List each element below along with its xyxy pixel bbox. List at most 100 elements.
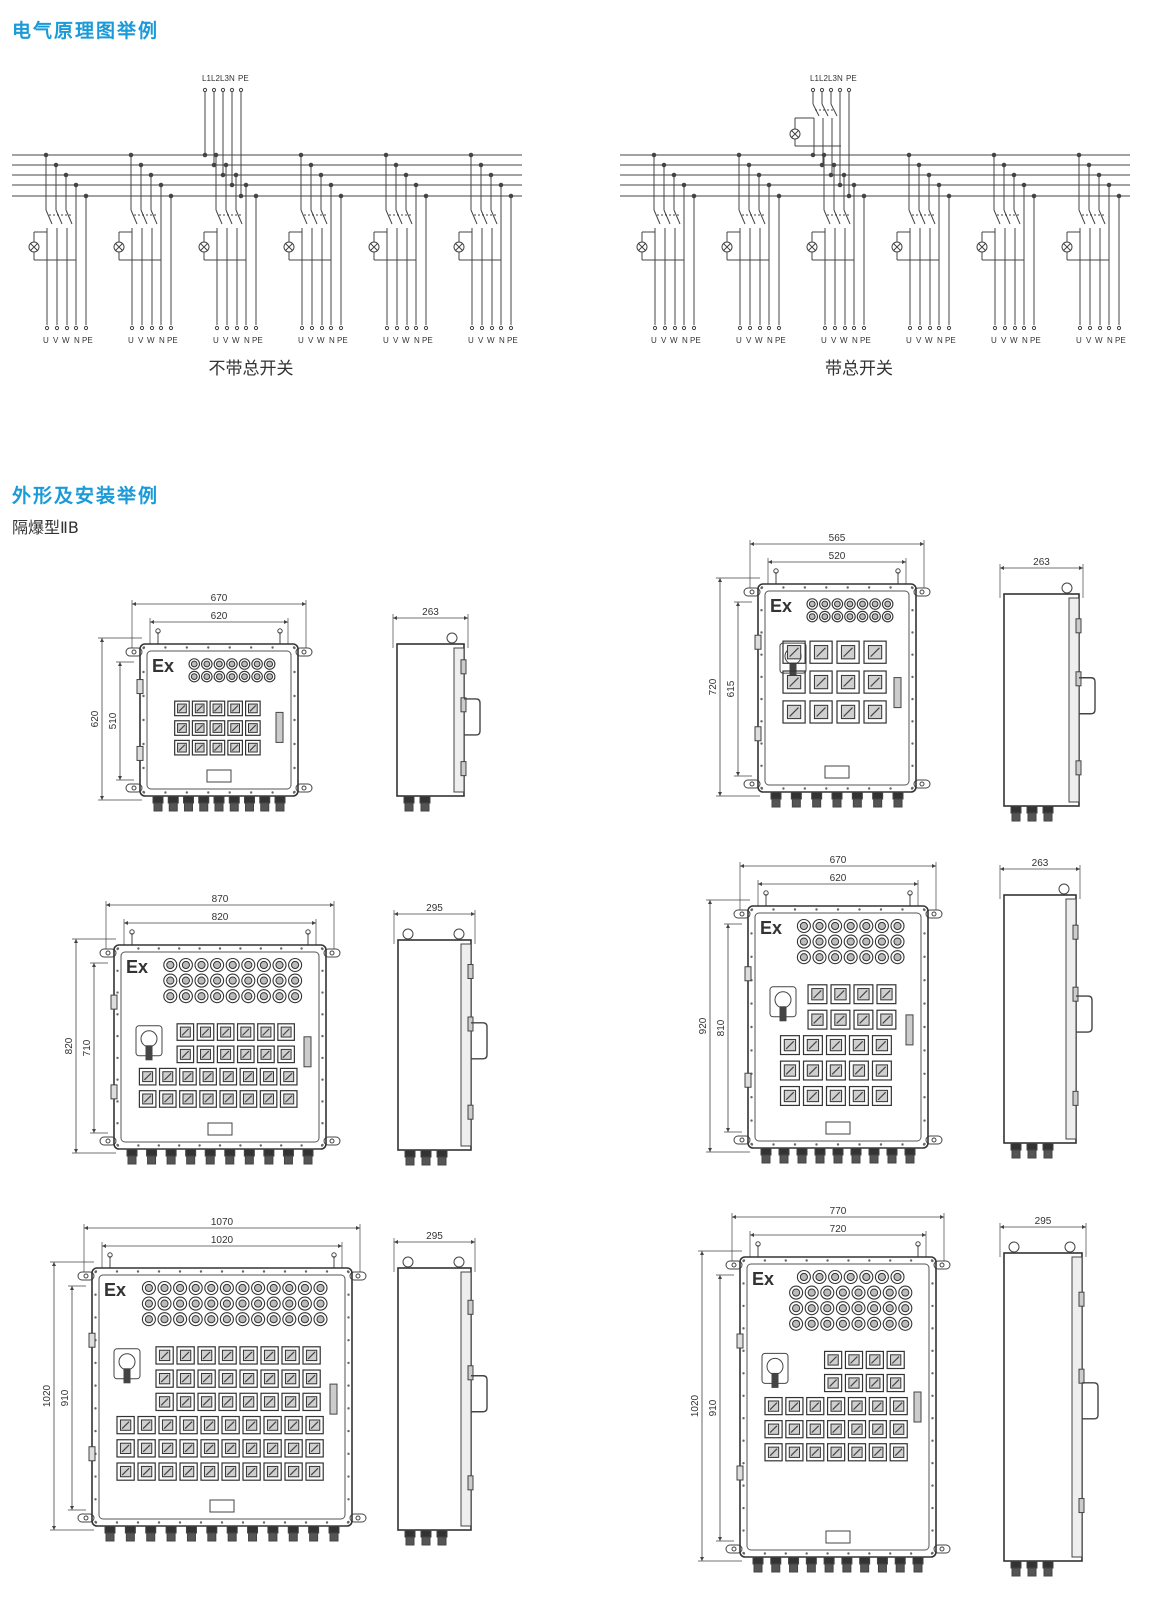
indicator-lens: [799, 921, 808, 931]
breaker-frame: [179, 1090, 197, 1108]
breaker-module: [227, 720, 243, 736]
indicator-light: [313, 1280, 328, 1296]
breaker-module: [782, 640, 806, 664]
indicator-lens: [275, 992, 284, 1001]
cover-bolt: [931, 1417, 934, 1420]
output-label: V: [478, 336, 484, 345]
breaker-frame: [257, 1023, 275, 1041]
breaker-handle: [164, 1095, 172, 1103]
breaker-module: [239, 1346, 258, 1365]
indicator-rim: [194, 989, 209, 1004]
breaker-frame: [260, 1346, 279, 1365]
cover-bolt: [931, 1484, 934, 1487]
hinge: [460, 761, 467, 777]
indicator-lens: [877, 921, 886, 931]
side-body: [397, 1267, 472, 1531]
output-label: PE: [945, 336, 956, 345]
cable-gland-nut: [199, 802, 209, 812]
breaker-contact: [1078, 209, 1086, 225]
cover-bolt: [198, 1144, 201, 1147]
indicator-light: [835, 1316, 850, 1331]
junction-dot: [253, 193, 259, 199]
output-terminal: [224, 325, 230, 331]
cover-bolt: [784, 1552, 787, 1555]
breaker-module: [802, 1035, 823, 1056]
indicator-rim: [828, 1269, 843, 1285]
indicator-light: [173, 1312, 188, 1327]
indicator-lens: [901, 1304, 910, 1313]
breaker-module: [158, 1090, 177, 1108]
indicator-light: [796, 918, 811, 934]
cover-bolt: [742, 1551, 745, 1555]
arrow-head: [394, 912, 398, 916]
schematic-caption: 不带总开关: [209, 359, 294, 379]
cover-bolt: [742, 1394, 745, 1397]
junction-dot: [841, 172, 847, 178]
indicator-light: [874, 918, 889, 934]
indicator-rim: [851, 1316, 866, 1331]
output-terminal: [757, 325, 763, 331]
indicator-light: [859, 918, 874, 934]
breaker-module: [116, 1415, 135, 1435]
indicator-rim: [898, 1285, 913, 1300]
indicator-rim: [812, 1269, 827, 1285]
indicator-lens: [901, 1319, 910, 1328]
indicator-rim: [141, 1296, 156, 1311]
indicator-lens: [191, 1283, 200, 1293]
cable-gland-nut: [913, 1563, 923, 1573]
indicator-lens: [792, 1319, 801, 1328]
schematic-caption: 带总开关: [825, 359, 893, 379]
breaker-handle: [142, 1421, 151, 1429]
indicator-rim: [201, 670, 213, 683]
cover-bolt: [116, 969, 119, 972]
arrow-head: [708, 900, 712, 904]
breaker-frame: [302, 1369, 321, 1388]
junction-dot: [946, 193, 952, 199]
mounting-hole: [105, 1138, 111, 1144]
indicator-light: [235, 1312, 250, 1327]
output-terminal: [394, 325, 400, 331]
supply-terminal: [828, 87, 834, 93]
output-terminal: [1021, 325, 1027, 331]
output-label: PE: [1030, 336, 1041, 345]
indicator-light: [835, 1301, 850, 1316]
cable-gland: [912, 1556, 924, 1565]
breaker-module: [830, 984, 851, 1005]
breaker-handle: [769, 1425, 778, 1434]
indicator-lens: [831, 937, 840, 946]
indicator-lens: [799, 1272, 808, 1282]
breaker-frame: [802, 1085, 823, 1107]
cable-gland: [752, 1556, 764, 1565]
cover-bolt: [300, 1144, 303, 1147]
depth-dimension: 263: [1033, 557, 1050, 568]
depth-dimension: 295: [426, 903, 443, 914]
breaker-handle: [244, 1072, 253, 1081]
breaker-frame: [782, 640, 806, 664]
indicator-light: [820, 1301, 835, 1316]
indicator-lamp-symbol: [368, 241, 380, 253]
cover-bolt: [283, 1521, 287, 1524]
arrow-head: [902, 560, 906, 564]
indicator-light: [188, 658, 201, 670]
indicator-rim: [256, 957, 271, 973]
breaker-frame: [179, 1462, 198, 1481]
cover-bolt: [911, 675, 914, 679]
junction-dot: [478, 162, 484, 168]
breaker-frame: [782, 700, 806, 724]
cover-bolt: [923, 1119, 926, 1122]
breaker-frame: [836, 640, 860, 664]
cover-bolt: [347, 1338, 350, 1342]
indicator-light: [288, 989, 303, 1004]
output-terminal: [842, 325, 848, 331]
hinge: [136, 679, 144, 695]
breaker-module: [302, 1346, 321, 1365]
arrow-head: [92, 1129, 96, 1133]
breaker-contact: [395, 209, 403, 225]
output-terminal: [861, 325, 867, 331]
cover-bolt: [321, 1143, 324, 1147]
indicator-rim: [251, 1296, 266, 1311]
output-label: N: [852, 336, 858, 345]
breaker-module: [889, 1396, 908, 1416]
